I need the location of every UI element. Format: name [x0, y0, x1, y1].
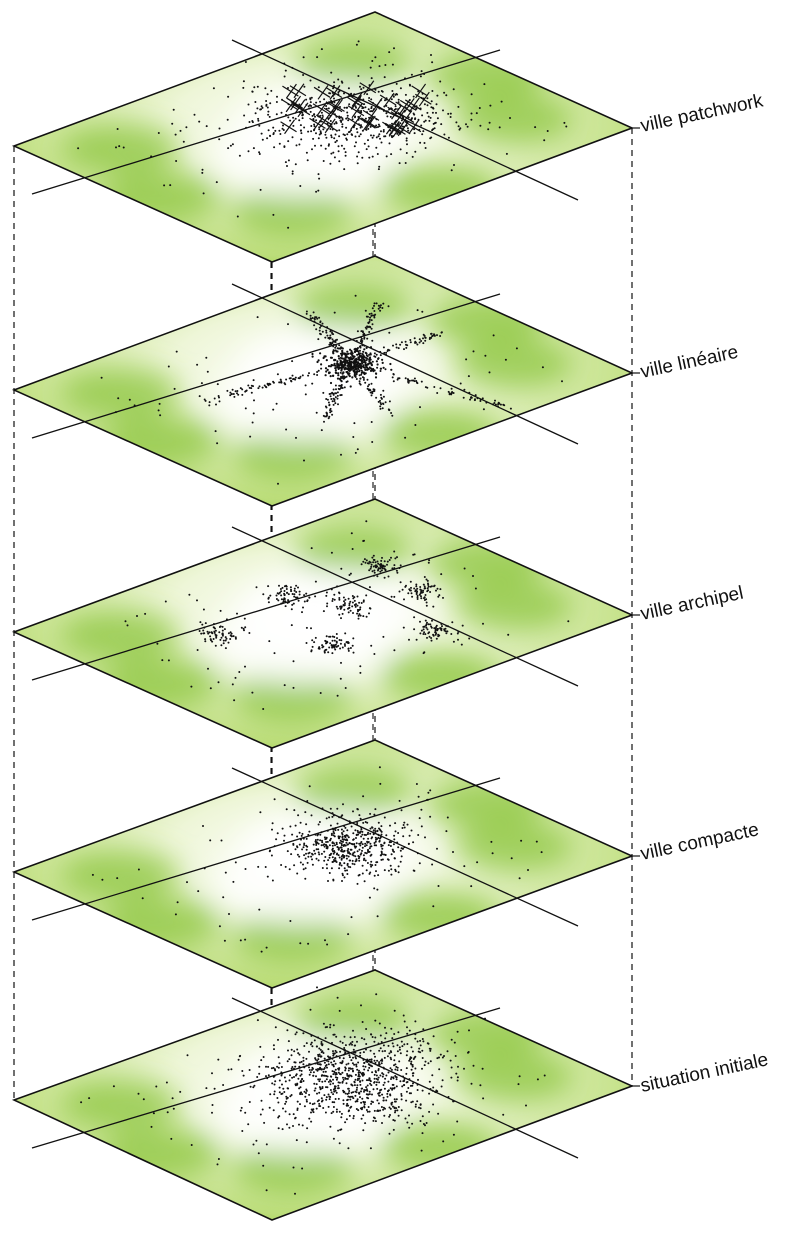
road-crossing: [31, 536, 501, 681]
settlement-dots: [100, 294, 563, 485]
road-crossing: [31, 777, 501, 921]
label-ville-archipel: ville archipel: [639, 583, 746, 625]
road-crossing: [31, 1007, 501, 1149]
settlement-dots: [91, 766, 543, 953]
layer-initiale: [11, 969, 640, 1221]
label-situation-initiale: situation initiale: [639, 1049, 770, 1097]
settlement-dots: [80, 986, 546, 1195]
settlement-dots: [124, 520, 570, 710]
layer-archipel: [11, 498, 640, 749]
label-ville-compacte: ville compacte: [639, 819, 761, 865]
layer-compacte: [11, 739, 640, 989]
road-crossing: [31, 293, 501, 439]
label-ville-patchwork: ville patchwork: [639, 90, 766, 137]
layer-labels: ville patchwork ville linéaire ville arc…: [639, 90, 770, 1097]
road-diagonal: [231, 283, 579, 445]
layer-lineaire: [11, 255, 640, 507]
label-ville-lineaire: ville linéaire: [639, 342, 740, 383]
road-crossing: [31, 49, 501, 195]
road-diagonal: [231, 526, 579, 687]
layer-planes: [11, 11, 640, 1221]
road-diagonal: [231, 997, 579, 1159]
patchwork-hatching: [280, 80, 432, 137]
layer-patchwork: [11, 11, 640, 263]
